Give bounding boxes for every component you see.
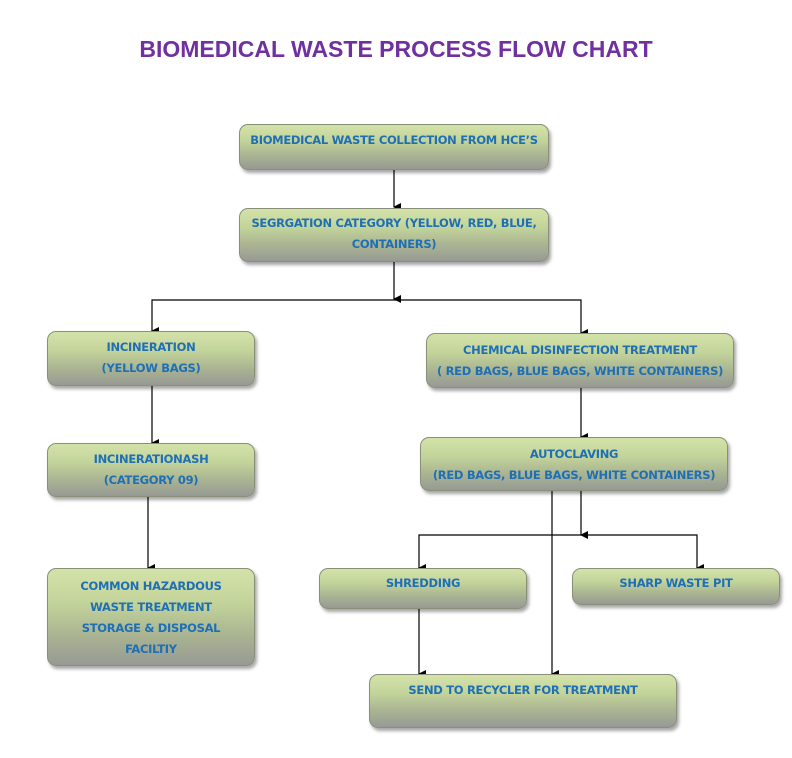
node-sharp-waste-pit: SHARP WASTE PIT — [572, 568, 780, 605]
node-label: SHREDDING — [385, 576, 461, 590]
node-common-hazardous-facility: COMMON HAZARDOUS WASTE TREATMENT STORAGE… — [47, 568, 255, 666]
node-label: SEGRGATION CATEGORY (YELLOW, RED, BLUE, — [251, 216, 537, 230]
node-label: FACILTIY — [125, 642, 177, 656]
node-label: INCINERATION — [106, 340, 196, 354]
node-label: SHARP WASTE PIT — [619, 576, 733, 590]
node-shredding: SHREDDING — [319, 568, 527, 609]
node-segregation: SEGRGATION CATEGORY (YELLOW, RED, BLUE, … — [239, 208, 549, 262]
node-chemical-disinfection: CHEMICAL DISINFECTION TREATMENT ( RED BA… — [426, 333, 734, 388]
node-send-to-recycler: SEND TO RECYCLER FOR TREATMENT — [369, 674, 677, 728]
edge-segregation-chemical — [394, 299, 588, 337]
node-label: (CATEGORY 09) — [103, 473, 199, 487]
node-label: BIOMEDICAL WASTE COLLECTION FROM HCE’S — [250, 133, 538, 147]
node-label: (RED BAGS, BLUE BAGS, WHITE CONTAINERS) — [432, 468, 716, 482]
node-incineration: INCINERATION (YELLOW BAGS) — [47, 331, 255, 386]
node-label: ( RED BAGS, BLUE BAGS, WHITE CONTAINERS) — [436, 364, 724, 378]
node-label: (YELLOW BAGS) — [101, 361, 201, 375]
node-label: AUTOCLAVING — [529, 447, 619, 461]
node-label: CONTAINERS) — [351, 237, 437, 251]
node-label: SEND TO RECYCLER FOR TREATMENT — [408, 683, 638, 697]
node-label: STORAGE & DISPOSAL — [81, 621, 221, 635]
node-autoclaving: AUTOCLAVING (RED BAGS, BLUE BAGS, WHITE … — [420, 437, 728, 491]
node-label: WASTE TREATMENT — [90, 600, 212, 614]
edge-autoclaving-shredding — [418, 534, 581, 572]
edge-segregation-incineration — [151, 299, 394, 335]
node-label: COMMON HAZARDOUS — [80, 579, 222, 593]
node-incineration-ash: INCINERATIONASH (CATEGORY 09) — [47, 443, 255, 497]
node-collection: BIOMEDICAL WASTE COLLECTION FROM HCE’S — [239, 124, 549, 170]
chart-title: BIOMEDICAL WASTE PROCESS FLOW CHART — [139, 36, 653, 62]
node-label: INCINERATIONASH — [93, 452, 209, 466]
edge-autoclaving-sharp-pit — [581, 534, 704, 572]
node-label: CHEMICAL DISINFECTION TREATMENT — [463, 343, 697, 357]
